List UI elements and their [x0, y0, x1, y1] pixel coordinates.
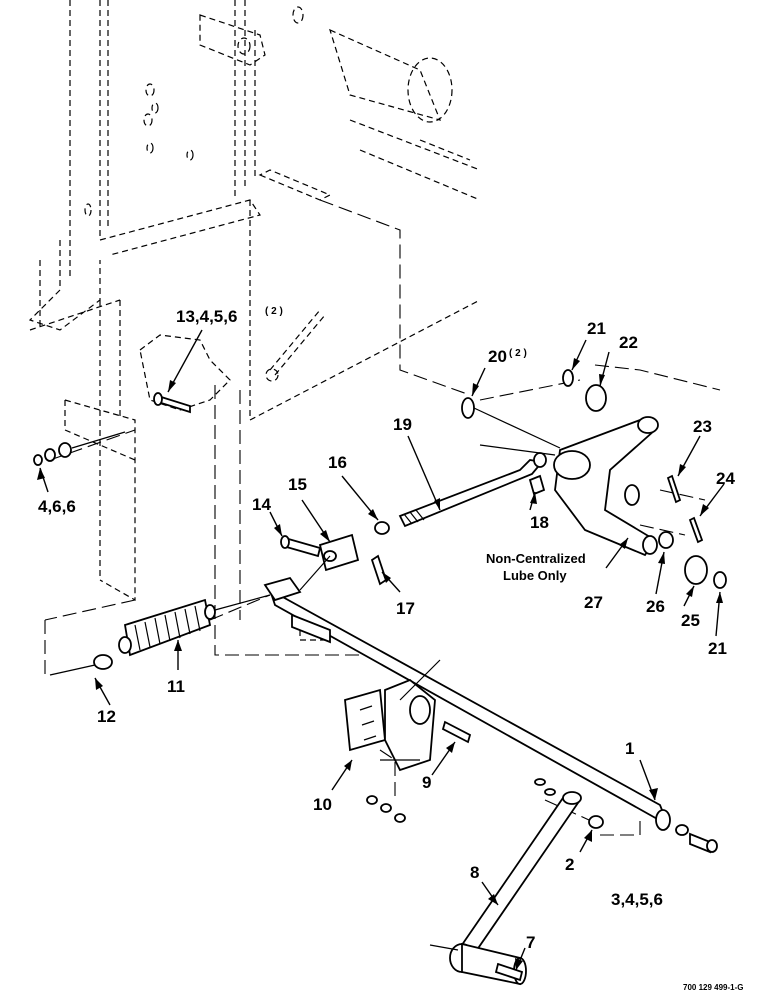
part-14-pin	[280, 535, 322, 558]
callout-12: 12	[97, 707, 116, 726]
callout-11: 11	[167, 677, 185, 696]
part-1-lever-bar	[263, 576, 671, 831]
part-21-snap-ring-lower	[713, 571, 727, 589]
callout-21-lower: 21	[708, 639, 727, 658]
callout-2: 2	[565, 855, 574, 874]
callout-17: 17	[396, 599, 415, 618]
callout-22: 22	[619, 333, 638, 352]
callout-4-6-6: 4,6,6	[38, 497, 76, 516]
callout-21-upper: 21	[587, 319, 606, 338]
note-18-line-1: Non-Centralized	[486, 551, 586, 566]
bracket-hardware	[366, 795, 406, 823]
assembly-lines	[44, 199, 721, 836]
callout-10: 10	[313, 795, 332, 814]
part-2-bushing	[588, 815, 604, 829]
part-22-roller	[585, 384, 607, 412]
callout-18: 18	[530, 513, 549, 532]
part-8-lower-lever	[429, 791, 582, 986]
part-10-bracket	[344, 659, 441, 772]
part-24-cotter	[688, 516, 704, 544]
part-26-washer	[658, 531, 674, 549]
callout-7: 7	[526, 933, 535, 952]
part-12-eyebolt	[49, 654, 113, 676]
callout-19: 19	[393, 415, 412, 434]
part-17-cotter	[370, 554, 388, 586]
callout-23: 23	[693, 417, 712, 436]
note-18-line-2: Lube Only	[503, 568, 567, 583]
machine-frame	[28, 0, 481, 641]
part-15-clevis	[299, 533, 360, 591]
callout-13-4-5-6: 13,4,5,6	[176, 307, 237, 326]
callout-16: 16	[328, 453, 347, 472]
callout-3-4-5-6: 3,4,5,6	[611, 890, 663, 909]
callout-25: 25	[681, 611, 700, 630]
callout-8: 8	[470, 863, 479, 882]
part-21-snap-ring-upper	[562, 369, 574, 387]
callout-13-qty: ( 2 )	[265, 306, 283, 317]
part-25-roller	[684, 555, 708, 585]
callout-labels: 1 2 3,4,5,6 4,6,6 7 8 9 10 11 12 13,4,5,…	[38, 306, 735, 952]
callout-15: 15	[288, 475, 307, 494]
callout-26: 26	[646, 597, 665, 616]
part-27-bell-crank	[479, 416, 659, 557]
part-13-bolt	[153, 392, 191, 414]
part-23-cotter	[666, 474, 682, 504]
part-16-nut	[374, 521, 390, 535]
part-9-pin	[441, 720, 472, 744]
part-11-spring	[118, 594, 271, 657]
part-4-6-hardware	[33, 431, 126, 466]
leader-lines	[37, 329, 725, 971]
part-3-6-bolt	[534, 778, 718, 854]
callout-27: 27	[584, 593, 603, 612]
callout-20: 20	[488, 347, 507, 366]
part-18-lube-fitting	[528, 474, 546, 496]
callout-9: 9	[422, 773, 431, 792]
callout-14: 14	[252, 495, 271, 514]
callout-20-qty: ( 2 )	[509, 348, 527, 359]
part-20-washer	[461, 397, 561, 449]
note-18: Non-Centralized Lube Only	[486, 551, 586, 583]
callout-24: 24	[716, 469, 735, 488]
part-7-pin	[494, 962, 524, 982]
callout-1: 1	[625, 739, 634, 758]
drawing-reference: 700 129 499-1-G	[683, 983, 744, 992]
part-19-rod	[398, 452, 547, 528]
